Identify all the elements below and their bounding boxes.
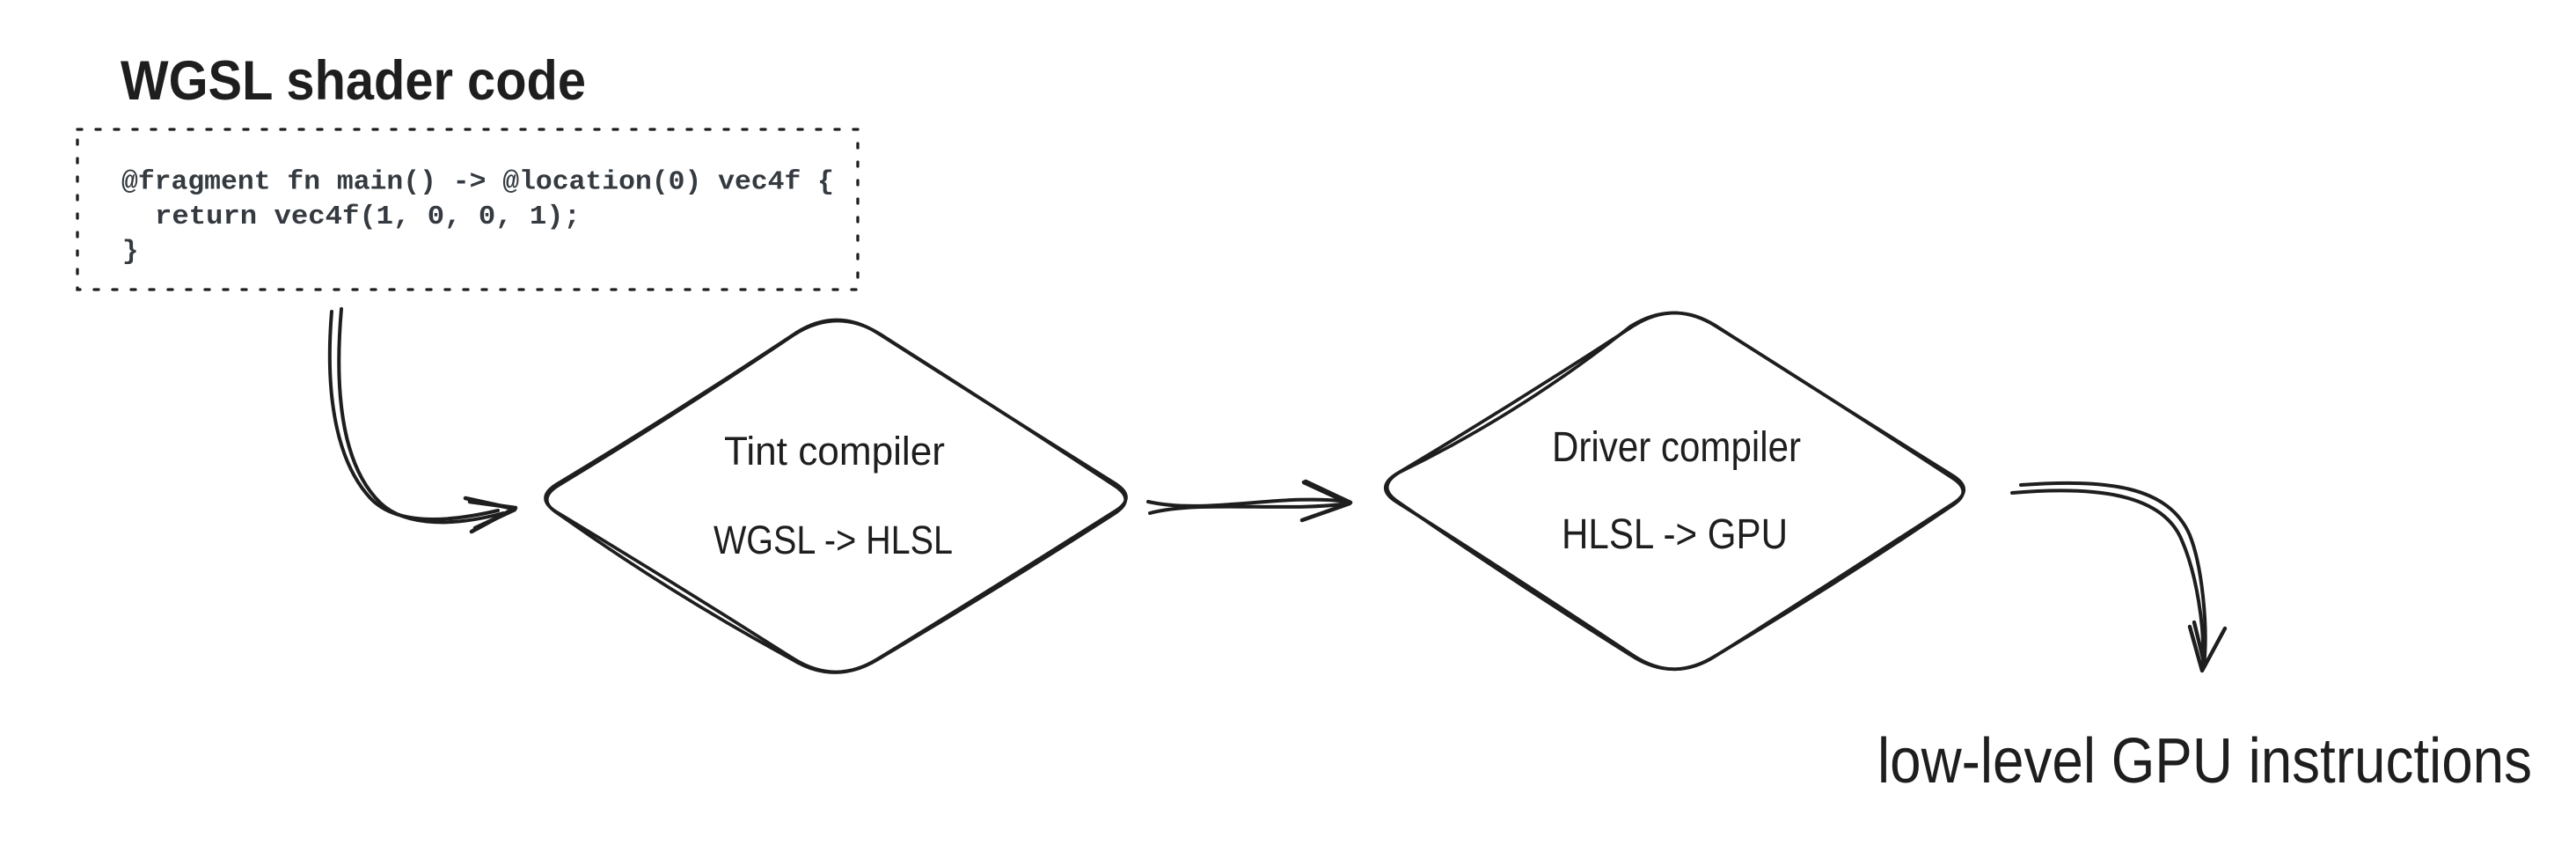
- svg-text:HLSL -> GPU: HLSL -> GPU: [1562, 511, 1788, 558]
- svg-text:@fragment fn main() -> @locati: @fragment fn main() -> @location(0) vec4…: [121, 167, 834, 198]
- svg-text:low-level GPU instructions: low-level GPU instructions: [1877, 726, 2532, 797]
- svg-text:Driver compiler: Driver compiler: [1552, 424, 1801, 471]
- svg-text:}: }: [122, 237, 138, 268]
- svg-text:Tint compiler: Tint compiler: [724, 429, 945, 474]
- svg-text:return vec4f(1, 0, 0, 1);: return vec4f(1, 0, 0, 1);: [155, 202, 581, 232]
- svg-text:WGSL shader code: WGSL shader code: [121, 50, 586, 112]
- svg-text:WGSL -> HLSL: WGSL -> HLSL: [714, 518, 953, 562]
